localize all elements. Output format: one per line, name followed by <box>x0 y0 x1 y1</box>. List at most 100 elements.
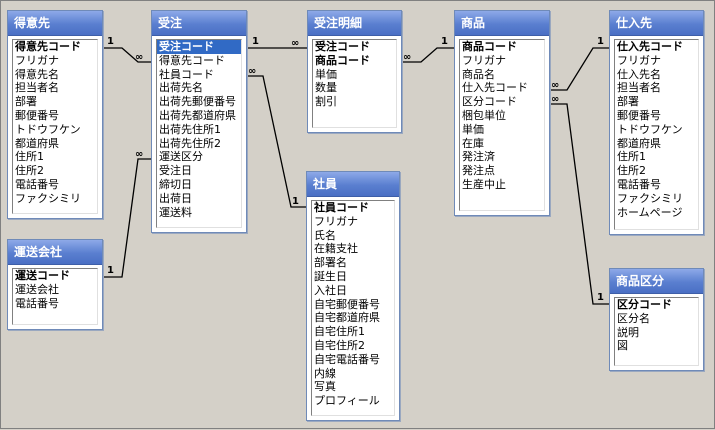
field-item[interactable]: 部署名 <box>314 256 347 270</box>
table-tokuisaki[interactable]: 得意先 得意先コードフリガナ得意先名担当者名部署郵便番号トドウフケン都道府県住所… <box>7 10 103 219</box>
field-item[interactable]: 発注点 <box>462 164 495 178</box>
field-item[interactable]: 担当者名 <box>15 81 59 95</box>
field-item[interactable]: 誕生日 <box>314 269 347 283</box>
field-list[interactable]: 受注コード商品コード単価数量割引 <box>312 39 397 128</box>
field-item[interactable]: 単価 <box>315 67 337 81</box>
field-item[interactable]: 郵便番号 <box>15 108 59 122</box>
field-item[interactable]: 図 <box>617 339 628 353</box>
primary-key-field[interactable]: 商品コード <box>462 40 517 53</box>
relationship-unso-juchu[interactable]: 1 ∞ <box>102 149 153 278</box>
field-item[interactable]: 都道府県 <box>15 136 59 150</box>
field-item[interactable]: 得意先名 <box>15 67 59 81</box>
primary-key-field[interactable]: 受注コード <box>157 40 241 54</box>
field-item[interactable]: 梱包単位 <box>462 108 506 122</box>
table-title[interactable]: 社員 <box>307 172 399 197</box>
field-item[interactable]: フリガナ <box>15 53 59 67</box>
field-list[interactable]: 区分コード区分名説明図 <box>614 297 699 366</box>
relationship-shohin-kubun[interactable]: ∞ 1 <box>549 94 611 305</box>
field-item[interactable]: トドウフケン <box>617 122 683 136</box>
field-item[interactable]: 得意先コード <box>159 53 225 67</box>
field-list[interactable]: 受注コード得意先コード社員コード出荷先名出荷先郵便番号出荷先都道府県出荷先住所1… <box>156 39 242 228</box>
primary-key-field[interactable]: 運送コード <box>15 269 70 282</box>
relationship-juchu-meisai[interactable]: 1 ∞ <box>246 36 308 49</box>
field-item[interactable]: 写真 <box>314 380 336 394</box>
field-item[interactable]: 氏名 <box>314 228 336 242</box>
table-title[interactable]: 運送会社 <box>8 240 102 265</box>
field-item[interactable]: ファクシミリ <box>15 191 81 205</box>
field-item[interactable]: 出荷先都道府県 <box>159 108 236 122</box>
relationship-tokuisaki-juchu[interactable]: 1 ∞ <box>102 36 153 63</box>
field-item[interactable]: 出荷先郵便番号 <box>159 95 236 109</box>
table-title[interactable]: 商品 <box>455 11 549 36</box>
table-shiiresaki[interactable]: 仕入先 仕入先コードフリガナ仕入先名担当者名部署郵便番号トドウフケン都道府県住所… <box>609 10 704 235</box>
table-juchu[interactable]: 受注 受注コード得意先コード社員コード出荷先名出荷先郵便番号出荷先都道府県出荷先… <box>151 10 247 233</box>
field-item[interactable]: 入社日 <box>314 283 347 297</box>
field-item[interactable]: 出荷先住所1 <box>159 122 221 136</box>
field-item[interactable]: フリガナ <box>314 214 358 228</box>
field-item[interactable]: 郵便番号 <box>617 108 661 122</box>
relationship-shohin-shiiresaki[interactable]: ∞ 1 <box>549 36 611 91</box>
field-item[interactable]: 社員コード <box>159 67 214 81</box>
field-item[interactable]: 電話番号 <box>617 177 661 191</box>
field-item[interactable]: 割引 <box>315 95 337 109</box>
table-title[interactable]: 得意先 <box>8 11 102 36</box>
field-item[interactable]: 運送料 <box>159 205 192 219</box>
field-item[interactable]: 単価 <box>462 122 484 136</box>
field-item[interactable]: 自宅電話番号 <box>314 352 380 366</box>
field-item[interactable]: 自宅住所2 <box>314 338 365 352</box>
primary-key-field[interactable]: 得意先コード <box>15 40 81 53</box>
field-item[interactable]: ホームページ <box>617 205 683 219</box>
field-item[interactable]: 在籍支社 <box>314 242 358 256</box>
table-title[interactable]: 商品区分 <box>610 269 703 294</box>
table-meisai[interactable]: 受注明細 受注コード商品コード単価数量割引 <box>307 10 402 133</box>
field-item[interactable]: 担当者名 <box>617 81 661 95</box>
field-item[interactable]: 部署 <box>15 95 37 109</box>
relationship-juchu-shain[interactable]: ∞ 1 <box>246 66 308 208</box>
field-item[interactable]: 発注済 <box>462 150 495 164</box>
field-item[interactable]: 電話番号 <box>15 177 59 191</box>
field-item[interactable]: 出荷日 <box>159 191 192 205</box>
field-item[interactable]: 住所1 <box>617 150 646 164</box>
primary-key-field[interactable]: 区分コード <box>617 298 672 311</box>
primary-key-field[interactable]: 仕入先コード <box>617 40 683 53</box>
field-item[interactable]: 仕入先コード <box>462 81 528 95</box>
field-item[interactable]: 運送区分 <box>159 150 203 164</box>
field-item[interactable]: 出荷先住所2 <box>159 136 221 150</box>
table-unso[interactable]: 運送会社 運送コード運送会社電話番号 <box>7 239 103 330</box>
field-list[interactable]: 運送コード運送会社電話番号 <box>12 268 98 325</box>
field-item[interactable]: 出荷先名 <box>159 81 203 95</box>
field-item[interactable]: ファクシミリ <box>617 191 683 205</box>
relationship-meisai-shohin[interactable]: ∞ 1 <box>401 36 456 63</box>
field-item[interactable]: 住所2 <box>15 164 44 178</box>
primary-key-field[interactable]: 社員コード <box>314 201 369 214</box>
field-item[interactable]: 電話番号 <box>15 296 59 310</box>
table-title[interactable]: 受注明細 <box>308 11 401 36</box>
field-item[interactable]: 生産中止 <box>462 177 506 191</box>
field-item[interactable]: 説明 <box>617 325 639 339</box>
field-item[interactable]: 部署 <box>617 95 639 109</box>
field-item[interactable]: 数量 <box>315 81 337 95</box>
field-item[interactable]: 区分コード <box>462 95 517 109</box>
table-title[interactable]: 受注 <box>152 11 246 36</box>
field-item[interactable]: 住所2 <box>617 164 646 178</box>
table-shain[interactable]: 社員 社員コードフリガナ氏名在籍支社部署名誕生日入社日自宅郵便番号自宅都道府県自… <box>306 171 400 421</box>
field-item[interactable]: 都道府県 <box>617 136 661 150</box>
field-list[interactable]: 商品コードフリガナ商品名仕入先コード区分コード梱包単位単価在庫発注済発注点生産中… <box>459 39 545 211</box>
table-title[interactable]: 仕入先 <box>610 11 703 36</box>
table-shohin[interactable]: 商品 商品コードフリガナ商品名仕入先コード区分コード梱包単位単価在庫発注済発注点… <box>454 10 550 216</box>
primary-key-field[interactable]: 受注コード <box>315 40 370 53</box>
table-kubun[interactable]: 商品区分 区分コード区分名説明図 <box>609 268 704 371</box>
field-item[interactable]: 自宅都道府県 <box>314 311 380 325</box>
field-item[interactable]: 仕入先名 <box>617 67 661 81</box>
field-item[interactable]: 自宅郵便番号 <box>314 297 380 311</box>
field-item[interactable]: 締切日 <box>159 177 192 191</box>
field-item[interactable]: 運送会社 <box>15 282 59 296</box>
field-item[interactable]: 商品名 <box>462 67 495 81</box>
field-list[interactable]: 社員コードフリガナ氏名在籍支社部署名誕生日入社日自宅郵便番号自宅都道府県自宅住所… <box>311 200 395 416</box>
field-item[interactable]: トドウフケン <box>15 122 81 136</box>
field-item[interactable]: フリガナ <box>617 53 661 67</box>
field-item[interactable]: 在庫 <box>462 136 484 150</box>
field-item[interactable]: 区分名 <box>617 311 650 325</box>
